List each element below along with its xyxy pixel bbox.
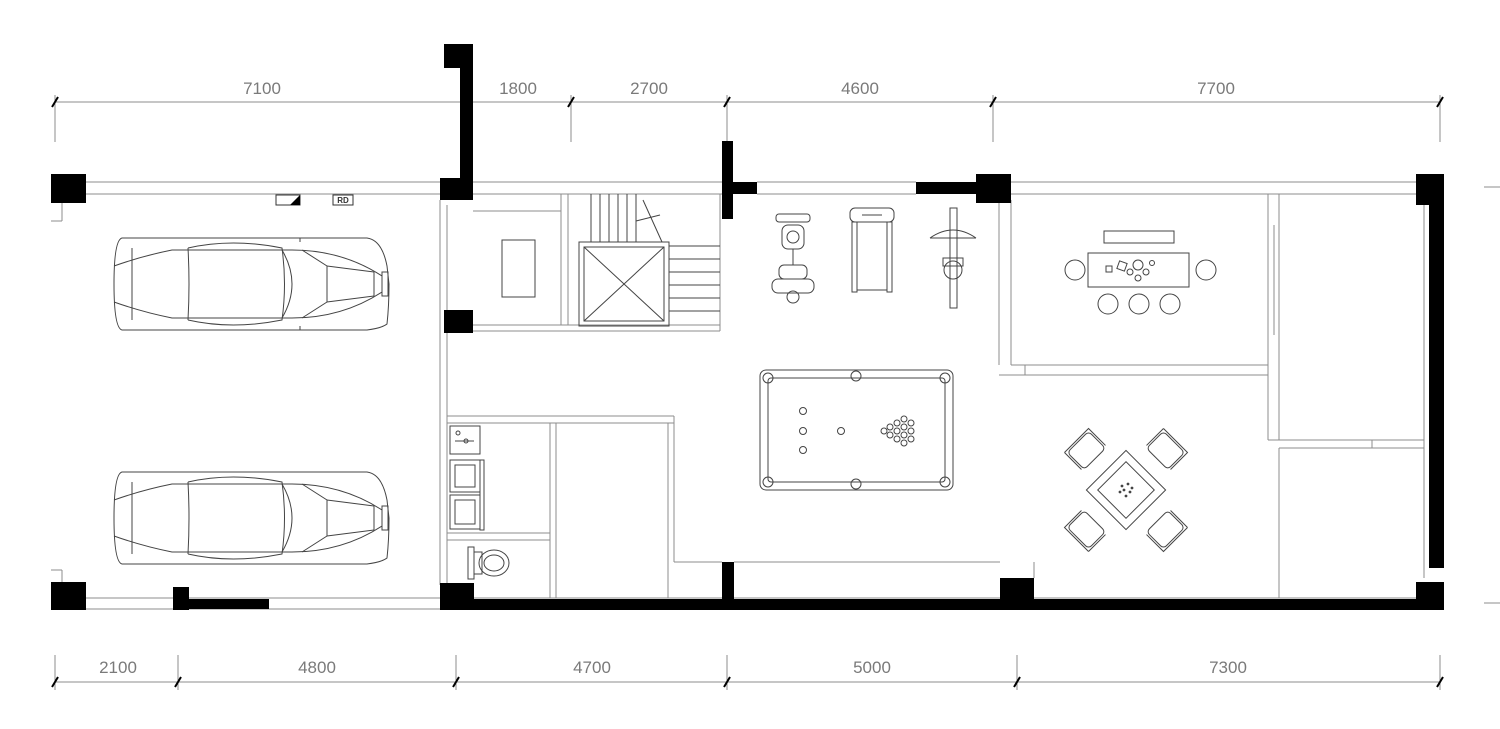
bottom-dimension-2: 4800	[298, 658, 336, 677]
mahjong-table	[1063, 427, 1189, 553]
top-dimension-5: 7700	[1197, 79, 1235, 98]
storage-cabinet	[501, 239, 536, 298]
top-dimension-2: 1800	[499, 79, 537, 98]
bottom-dimension-4: 5000	[853, 658, 891, 677]
car-bottom	[113, 471, 390, 565]
garage: RD	[113, 194, 390, 565]
vent-symbol	[275, 194, 301, 206]
bottom-dimension-5: 7300	[1209, 658, 1247, 677]
door-tag: RD	[332, 194, 354, 206]
bottom-dimension-3: 4700	[573, 658, 611, 677]
outline-lines	[51, 181, 1425, 610]
toilet	[467, 546, 510, 580]
car-top	[113, 237, 390, 331]
tea-table-set	[1064, 230, 1217, 315]
top-dimension-chain: 7100 1800 2700 4600 7700	[51, 79, 1444, 142]
bottom-dimension-chain: 2100 4800 4700 5000 7300	[51, 655, 1444, 690]
exercise-bike	[771, 213, 815, 304]
stair-well	[578, 194, 720, 327]
bottom-dimension-1: 2100	[99, 658, 137, 677]
top-dimension-3: 2700	[630, 79, 668, 98]
pool-table	[759, 369, 954, 491]
treadmill	[849, 207, 895, 293]
top-dimension-1: 7100	[243, 79, 281, 98]
kitchen-sink-counter	[449, 425, 485, 531]
structural-walls	[51, 44, 1444, 610]
top-dimension-4: 4600	[841, 79, 879, 98]
door-tag-label: RD	[337, 196, 349, 205]
rowing-machine	[929, 207, 977, 309]
